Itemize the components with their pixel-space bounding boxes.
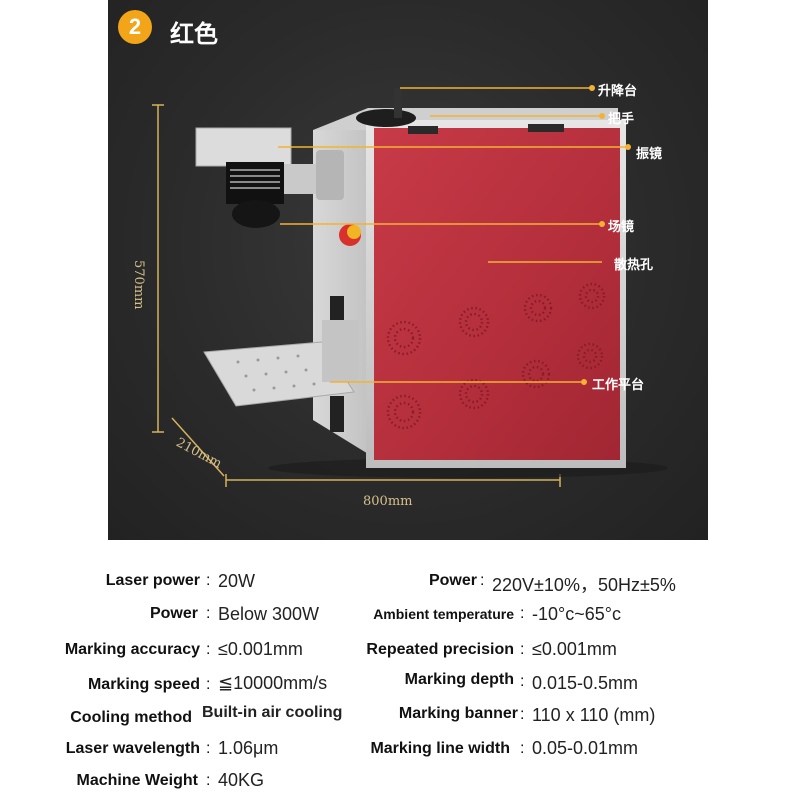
spec-value-power-supply: 220V±10%，50Hz±5%	[492, 575, 676, 595]
callout-worktable: 工作平台	[592, 377, 645, 392]
spec-colon: :	[520, 740, 525, 757]
spec-value-marking-line-width: 0.05-0.01mm	[532, 738, 639, 758]
spec-value-repeated-precision: ≤0.001mm	[532, 639, 617, 659]
callout-galvo: 振镜	[636, 146, 663, 161]
spec-colon: :	[480, 572, 485, 589]
width-dimension-label: 800mm	[363, 494, 413, 509]
spec-colon: :	[520, 706, 525, 723]
spec-value-marking-banner: 110 x 110 (mm)	[532, 705, 656, 725]
machine-illustration	[152, 85, 668, 487]
spec-colon: :	[206, 605, 211, 622]
spec-label-machine-weight: Machine Weight	[76, 772, 199, 789]
callout-vents: 散热孔	[614, 257, 654, 272]
spec-value-machine-weight: 40KG	[218, 770, 265, 790]
spec-label-ambient-temperature: Ambient temperature	[373, 606, 514, 622]
variant-number-badge: 2	[118, 10, 152, 44]
spec-colon: :	[520, 641, 525, 658]
spec-colon: :	[520, 605, 525, 622]
spec-label-laser-power: Laser power	[105, 572, 200, 589]
spec-label-marking-line-width: Marking line width	[370, 740, 510, 757]
spec-label-marking-speed: Marking speed	[87, 676, 200, 693]
product-photo: 2 红色	[108, 0, 708, 540]
spec-label-marking-banner: Marking banner	[398, 705, 518, 722]
spec-value-marking-speed: ≦10000mm/s	[218, 673, 328, 693]
vent-holes	[386, 282, 606, 430]
spec-label-repeated-precision: Repeated precision	[366, 641, 514, 658]
spec-colon: :	[206, 772, 211, 789]
spec-colon: :	[206, 676, 211, 693]
spec-colon: :	[206, 572, 211, 589]
spec-colon: :	[520, 673, 525, 690]
spec-value-ambient-temperature: -10°c~65°c	[532, 604, 621, 624]
spec-value-laser-power: 20W	[218, 571, 256, 591]
spec-label-marking-depth: Marking depth	[404, 671, 514, 688]
height-dimension-label: 570mm	[131, 260, 146, 310]
spec-colon: :	[206, 641, 211, 658]
spec-value-cooling-method: Built-in air cooling	[202, 704, 343, 721]
spec-value-marking-depth: 0.015-0.5mm	[532, 673, 639, 693]
callout-handle: 把手	[608, 111, 635, 126]
spec-colon: :	[206, 740, 211, 757]
spec-label-marking-accuracy: Marking accuracy	[64, 641, 200, 658]
spec-label-laser-wavelength: Laser wavelength	[65, 740, 200, 757]
variant-color-title: 红色	[170, 21, 218, 48]
spec-value-laser-wavelength: 1.06μm	[218, 738, 279, 758]
spec-value-power: Below 300W	[218, 604, 320, 624]
spec-label-cooling-method: Cooling method	[70, 709, 192, 726]
spec-label-power: Power	[149, 605, 198, 622]
callout-field-lens: 场镜	[608, 219, 635, 234]
spec-value-marking-accuracy: ≤0.001mm	[218, 639, 303, 659]
spec-label-power-supply: Power	[428, 572, 477, 589]
callout-lift: 升降台	[598, 83, 638, 98]
